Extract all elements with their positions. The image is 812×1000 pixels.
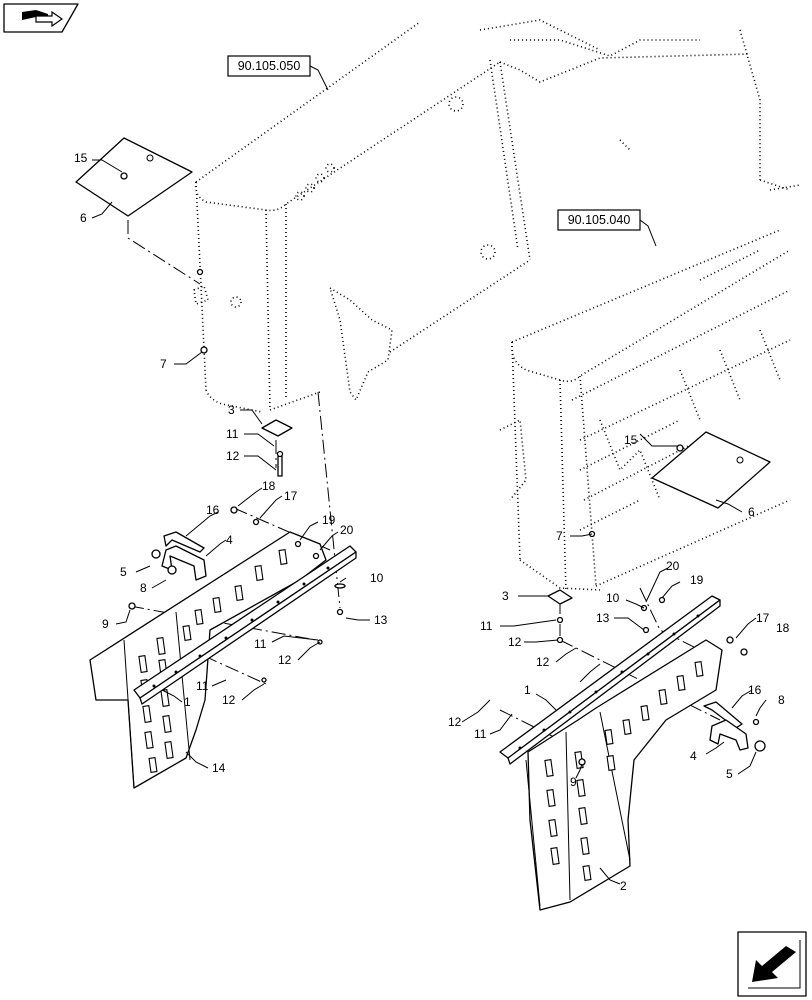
callout-5-r: 5 xyxy=(726,767,733,781)
callout-20: 20 xyxy=(340,523,354,537)
callout-11-c: 11 xyxy=(196,679,209,693)
callout-9: 9 xyxy=(102,617,109,631)
callout-6: 6 xyxy=(80,211,87,225)
callout-12-r: 12 xyxy=(508,635,522,649)
cover-plate-left xyxy=(75,137,193,217)
mud-flap-left xyxy=(89,531,327,789)
upper-housing xyxy=(193,19,791,413)
callout-12: 12 xyxy=(226,449,240,463)
callout-19: 19 xyxy=(322,513,336,527)
callout-8-r: 8 xyxy=(778,693,785,707)
callout-11-r-b: 11 xyxy=(474,727,487,741)
cover-plate-right xyxy=(651,431,771,509)
callout-18-r: 18 xyxy=(776,621,790,635)
callout-4: 4 xyxy=(226,533,233,547)
lower-housing xyxy=(499,184,801,593)
callout-12-b: 12 xyxy=(278,653,292,667)
reference-box-lower[interactable]: 90.105.040 xyxy=(557,209,657,247)
bracket-right xyxy=(547,589,573,605)
callout-19-r: 19 xyxy=(690,573,704,587)
callout-13-r: 13 xyxy=(596,611,610,625)
callout-1-r: 1 xyxy=(524,683,531,697)
reference-label-lower: 90.105.040 xyxy=(568,213,631,227)
callout-4-r: 4 xyxy=(690,749,697,763)
callout-9-r: 9 xyxy=(570,775,577,789)
callout-1: 1 xyxy=(184,695,191,709)
callout-15: 15 xyxy=(74,151,88,165)
reference-box-upper[interactable]: 90.105.050 xyxy=(227,55,329,91)
reference-label-upper: 90.105.050 xyxy=(238,59,301,73)
callout-16-r: 16 xyxy=(748,683,762,697)
callout-12-r-b: 12 xyxy=(536,655,550,669)
callout-6-r: 6 xyxy=(748,505,755,519)
hardware-right xyxy=(556,444,766,766)
callout-12-c: 12 xyxy=(222,693,236,707)
next-page-arrow-icon[interactable] xyxy=(737,931,807,997)
book-with-arrow-icon[interactable] xyxy=(3,3,79,33)
callout-8: 8 xyxy=(140,581,147,595)
callout-10-r: 10 xyxy=(606,591,620,605)
callout-17: 17 xyxy=(284,489,298,503)
hardware-left xyxy=(120,172,346,683)
callout-2-r: 2 xyxy=(620,879,627,893)
mud-flap-right xyxy=(525,639,723,911)
callout-5: 5 xyxy=(120,565,127,579)
strip-right xyxy=(499,595,721,765)
callout-11: 11 xyxy=(226,427,239,441)
callout-18: 18 xyxy=(262,479,276,493)
callout-7-r: 7 xyxy=(556,529,563,543)
callout-10: 10 xyxy=(370,571,384,585)
leader-lines xyxy=(91,159,767,885)
callout-14: 14 xyxy=(212,761,226,775)
bracket-left xyxy=(261,419,293,437)
callout-13: 13 xyxy=(374,613,388,627)
callout-11-r: 11 xyxy=(480,619,493,633)
callout-3-r: 3 xyxy=(502,589,509,603)
callout-7: 7 xyxy=(160,357,167,371)
strip-left xyxy=(133,545,357,705)
callout-20-r: 20 xyxy=(666,559,680,573)
callout-17-r: 17 xyxy=(756,611,770,625)
callout-16: 16 xyxy=(206,503,220,517)
callout-11-b: 11 xyxy=(254,637,267,651)
callout-labels: 15 6 7 3 11 12 18 17 16 4 19 20 5 8 10 1… xyxy=(74,151,790,893)
callout-15-r: 15 xyxy=(624,433,638,447)
callout-12-r-c: 12 xyxy=(448,715,462,729)
callout-3: 3 xyxy=(228,403,235,417)
